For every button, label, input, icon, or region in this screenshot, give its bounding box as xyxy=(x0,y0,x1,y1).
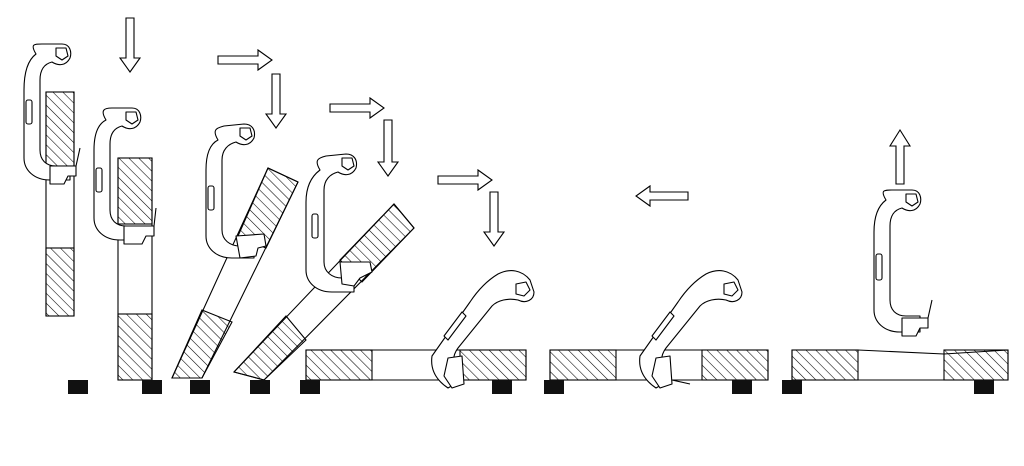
stage-2 xyxy=(93,107,157,381)
hook-tool xyxy=(305,153,358,293)
hook-tool xyxy=(93,107,142,241)
support-pad xyxy=(974,380,994,394)
arrow-left-icon xyxy=(635,184,689,208)
hook-tool xyxy=(23,43,72,181)
support-pad xyxy=(300,380,320,394)
support-pad xyxy=(782,380,802,394)
stage-5 xyxy=(305,270,535,389)
support-pad xyxy=(250,380,270,394)
arrow-down-icon xyxy=(264,73,288,129)
hook-tool xyxy=(205,123,256,259)
stage-4 xyxy=(232,153,415,381)
arrow-down-icon xyxy=(482,191,506,247)
motion-arrows xyxy=(118,17,911,247)
support-pad xyxy=(492,380,512,394)
support-pad xyxy=(190,380,210,394)
arrow-down-icon xyxy=(118,17,142,73)
arrow-up-icon xyxy=(889,128,911,185)
support-pad xyxy=(142,380,162,394)
support-pad xyxy=(732,380,752,394)
stage-6 xyxy=(549,270,769,389)
stage-7 xyxy=(791,189,1009,381)
support-pads xyxy=(68,380,994,394)
support-pad xyxy=(68,380,88,394)
arrow-right-icon xyxy=(329,96,385,120)
arrow-down-icon xyxy=(376,119,400,177)
arrow-right-icon xyxy=(217,48,273,72)
stage-1 xyxy=(23,43,81,317)
hook-tool xyxy=(873,189,922,333)
stage-3 xyxy=(171,123,299,379)
arrow-right-icon xyxy=(437,168,493,192)
support-pad xyxy=(544,380,564,394)
